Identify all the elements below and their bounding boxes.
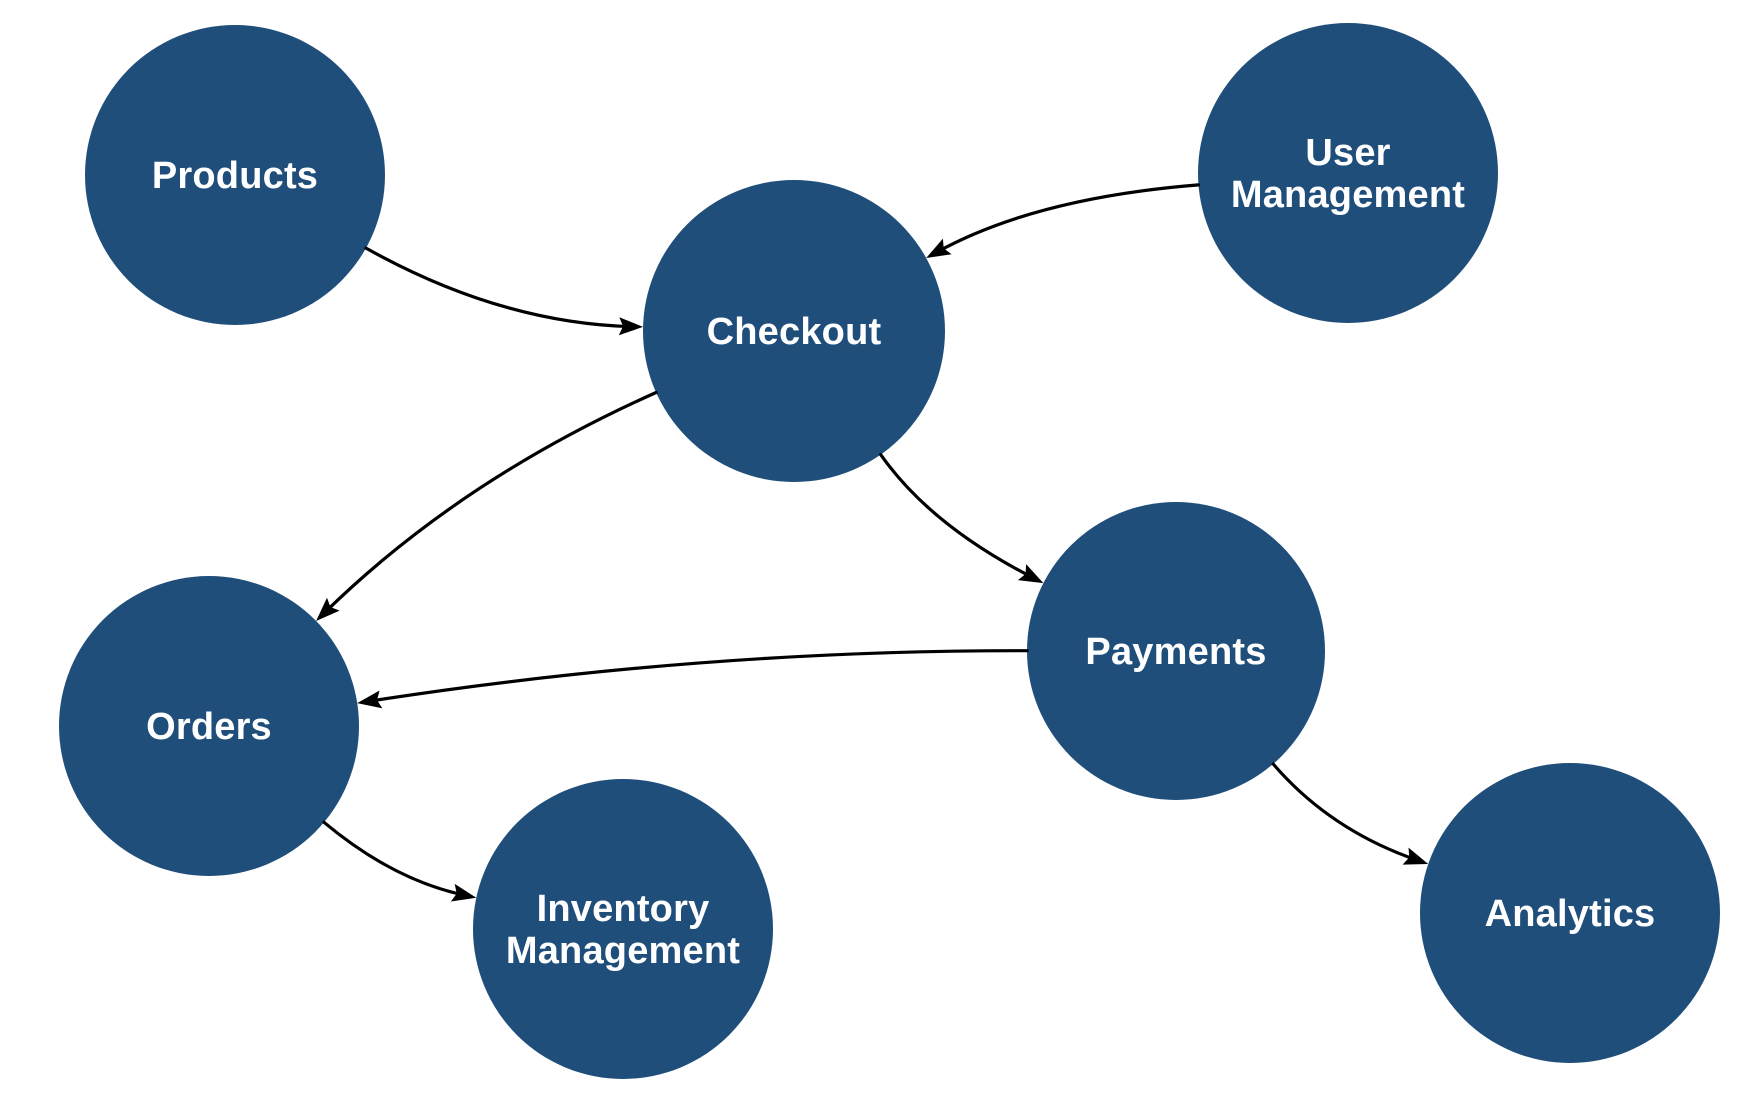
edge-checkout-to-payments [879, 453, 1044, 584]
edge-user-management-to-checkout [926, 183, 1201, 258]
node-circle-payments[interactable] [1027, 502, 1325, 800]
edge-arrowhead-payments-to-orders [357, 690, 383, 709]
node-circle-inventory-management[interactable] [473, 779, 773, 1079]
node-circle-orders[interactable] [59, 576, 359, 876]
edge-line-user-management-to-checkout [935, 183, 1201, 254]
node-analytics[interactable]: Analytics [1420, 763, 1720, 1063]
node-checkout[interactable]: Checkout [643, 180, 945, 482]
edge-arrowhead-payments-to-analytics [1402, 847, 1429, 865]
edge-arrowhead-checkout-to-orders [316, 597, 340, 621]
edge-line-checkout-to-payments [879, 453, 1035, 580]
edge-payments-to-orders [357, 649, 1029, 709]
edge-arrowhead-orders-to-inventory-management [450, 883, 477, 902]
edges-layer [316, 183, 1429, 902]
edge-arrowhead-products-to-checkout [618, 317, 644, 336]
edge-checkout-to-orders [316, 390, 658, 621]
edge-line-products-to-checkout [364, 246, 633, 329]
edge-products-to-checkout [364, 246, 644, 336]
edge-line-checkout-to-orders [323, 390, 658, 615]
edge-orders-to-inventory-management [322, 820, 477, 902]
edge-line-payments-to-analytics [1271, 762, 1419, 862]
edge-payments-to-analytics [1271, 762, 1429, 865]
edge-arrowhead-user-management-to-checkout [926, 238, 952, 258]
node-orders[interactable]: Orders [59, 576, 359, 876]
edge-line-payments-to-orders [367, 649, 1029, 703]
node-products[interactable]: Products [85, 25, 385, 325]
node-payments[interactable]: Payments [1027, 502, 1325, 800]
node-circle-analytics[interactable] [1420, 763, 1720, 1063]
edge-line-orders-to-inventory-management [322, 820, 467, 897]
node-circle-checkout[interactable] [643, 180, 945, 482]
edge-arrowhead-checkout-to-payments [1017, 564, 1044, 584]
node-circle-products[interactable] [85, 25, 385, 325]
node-circle-user-management[interactable] [1198, 23, 1498, 323]
